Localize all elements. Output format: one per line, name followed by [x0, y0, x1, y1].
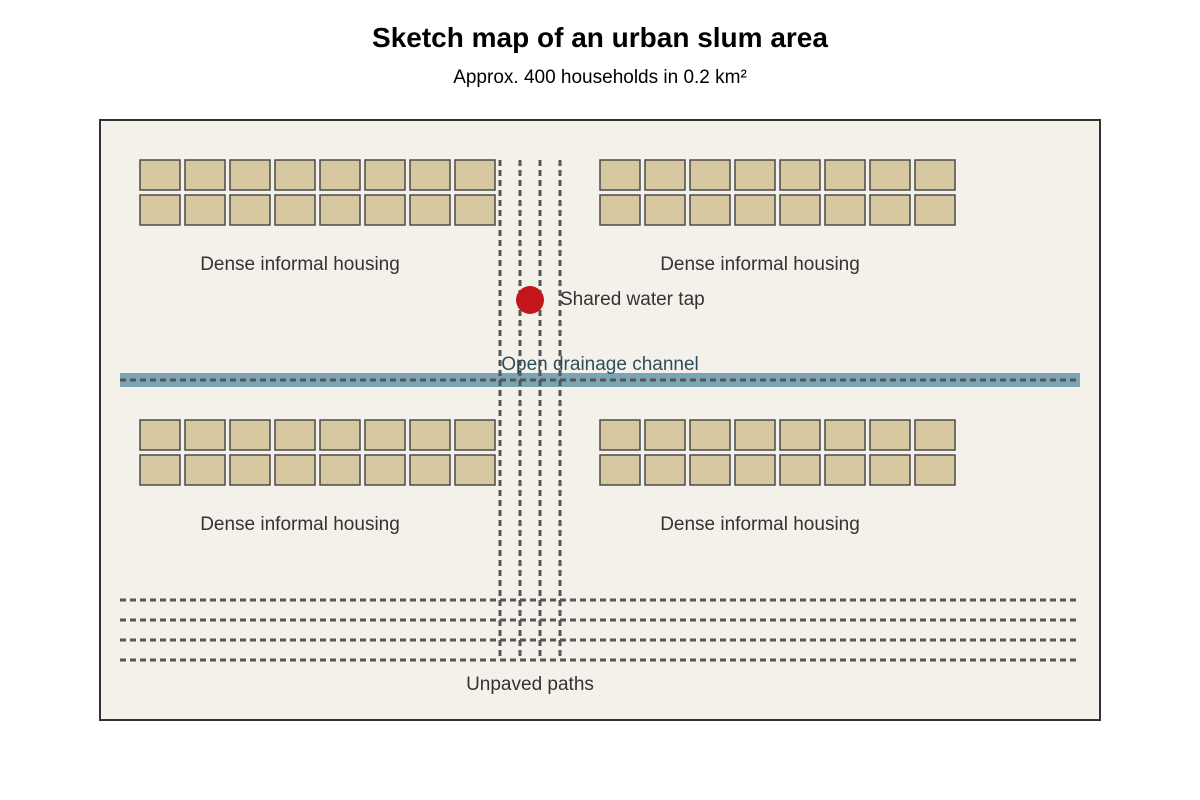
house: [734, 194, 776, 226]
house: [869, 454, 911, 486]
housing-block-northeast: [599, 159, 956, 226]
drainage-channel-label: Open drainage channel: [501, 354, 699, 375]
housing-label-southwest: Dense informal housing: [200, 514, 400, 535]
house: [229, 454, 271, 486]
house: [824, 454, 866, 486]
housing-label-northwest: Dense informal housing: [200, 254, 400, 275]
house: [409, 454, 451, 486]
house: [824, 419, 866, 451]
house: [689, 159, 731, 191]
house: [914, 419, 956, 451]
house: [869, 194, 911, 226]
house: [914, 194, 956, 226]
house: [274, 194, 316, 226]
house: [184, 454, 226, 486]
unpaved-paths-vertical: [498, 160, 562, 660]
house: [184, 159, 226, 191]
house: [824, 194, 866, 226]
house: [914, 159, 956, 191]
house: [454, 159, 496, 191]
house: [319, 159, 361, 191]
house: [454, 194, 496, 226]
unpaved-paths-label: Unpaved paths: [466, 674, 594, 695]
house: [364, 419, 406, 451]
house: [364, 159, 406, 191]
house: [689, 419, 731, 451]
house: [779, 419, 821, 451]
house: [734, 454, 776, 486]
house: [914, 454, 956, 486]
map-title: Sketch map of an urban slum area: [372, 22, 828, 53]
house: [274, 419, 316, 451]
house: [734, 159, 776, 191]
house: [409, 194, 451, 226]
housing-label-northeast: Dense informal housing: [660, 254, 860, 275]
house: [139, 454, 181, 486]
house: [779, 194, 821, 226]
house: [599, 194, 641, 226]
house: [824, 159, 866, 191]
house: [599, 419, 641, 451]
house: [184, 194, 226, 226]
house: [599, 159, 641, 191]
house: [229, 159, 271, 191]
house: [274, 454, 316, 486]
map-subtitle: Approx. 400 households in 0.2 km²: [453, 67, 747, 88]
house: [364, 194, 406, 226]
housing-block-southwest: [139, 419, 496, 486]
house: [644, 159, 686, 191]
water-tap-marker: [516, 286, 544, 314]
house: [644, 454, 686, 486]
house: [229, 419, 271, 451]
house: [869, 159, 911, 191]
house: [599, 454, 641, 486]
house: [319, 194, 361, 226]
water-tap-label: Shared water tap: [560, 289, 705, 310]
house: [779, 159, 821, 191]
house: [274, 159, 316, 191]
house: [364, 454, 406, 486]
house: [689, 454, 731, 486]
house: [689, 194, 731, 226]
house: [184, 419, 226, 451]
house: [319, 419, 361, 451]
house: [319, 454, 361, 486]
house: [454, 454, 496, 486]
house: [454, 419, 496, 451]
house: [139, 194, 181, 226]
house: [229, 194, 271, 226]
house: [779, 454, 821, 486]
housing-block-northwest: [139, 159, 496, 226]
house: [139, 159, 181, 191]
house: [734, 419, 776, 451]
house: [409, 419, 451, 451]
house: [644, 419, 686, 451]
house: [644, 194, 686, 226]
house: [139, 419, 181, 451]
house: [409, 159, 451, 191]
housing-label-southeast: Dense informal housing: [660, 514, 860, 535]
house: [869, 419, 911, 451]
housing-block-southeast: [599, 419, 956, 486]
